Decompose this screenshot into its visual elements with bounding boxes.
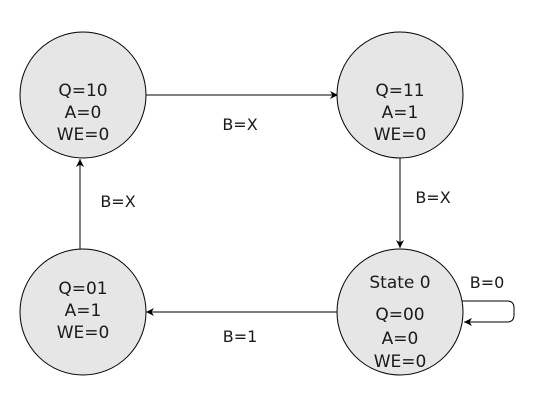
state-q-label: Q=01 bbox=[58, 279, 107, 299]
state-q10: Q=10 A=0 WE=0 bbox=[19, 31, 147, 159]
state-circle bbox=[19, 31, 147, 159]
state-a-label: A=0 bbox=[65, 103, 102, 123]
state-we-label: WE=0 bbox=[374, 125, 427, 145]
state-0: State 0 Q=00 A=0 WE=0 bbox=[336, 248, 464, 376]
edge-label: B=X bbox=[100, 192, 135, 211]
state-circle bbox=[19, 248, 147, 376]
state-circle bbox=[336, 31, 464, 159]
state-q-label: Q=11 bbox=[375, 81, 424, 101]
edge-line bbox=[460, 300, 515, 326]
state-a-label: A=1 bbox=[65, 301, 102, 321]
state-q11: Q=11 A=1 WE=0 bbox=[336, 31, 464, 159]
edge-s01-to-s10: B=X bbox=[76, 159, 136, 249]
state-title: State 0 bbox=[369, 273, 430, 293]
state-we-label: WE=0 bbox=[374, 352, 427, 372]
edge-label: B=1 bbox=[223, 327, 258, 346]
state-q-label: Q=00 bbox=[375, 305, 424, 325]
edge-s00-to-s01: B=1 bbox=[146, 308, 338, 346]
state-we-label: WE=0 bbox=[57, 323, 110, 343]
state-q-label: Q=10 bbox=[58, 81, 107, 101]
edge-label: B=X bbox=[222, 115, 257, 134]
edge-s00-self-loop: B=0 bbox=[460, 273, 515, 326]
state-circle bbox=[336, 248, 464, 376]
state-a-label: A=0 bbox=[382, 329, 419, 349]
edge-label: B=0 bbox=[470, 273, 505, 292]
state-we-label: WE=0 bbox=[57, 125, 110, 145]
edge-s11-to-s00: B=X bbox=[396, 158, 451, 248]
state-a-label: A=1 bbox=[382, 103, 419, 123]
edge-label: B=X bbox=[415, 188, 450, 207]
state-q01: Q=01 A=1 WE=0 bbox=[19, 248, 147, 376]
edge-s10-to-s11: B=X bbox=[146, 91, 338, 134]
